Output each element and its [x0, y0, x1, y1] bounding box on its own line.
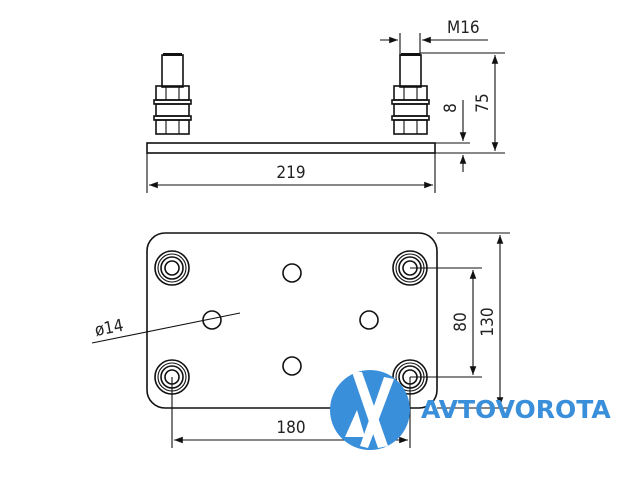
hole [282, 263, 302, 283]
base-plate-side [146, 142, 436, 154]
bolt-top-left [154, 250, 190, 286]
avtovorota-logo: AVTOVOROTA [330, 370, 611, 450]
thread-label: M16 [447, 18, 480, 38]
hole [359, 310, 379, 330]
base-plate-plan [146, 232, 438, 409]
hole [282, 356, 302, 376]
bolt-spacing-horizontal-label: 180 [276, 418, 305, 438]
height-label: 75 [473, 93, 493, 112]
left-bolt-side [153, 52, 192, 135]
right-bolt-side [391, 52, 430, 135]
plan-view: ø14 80 130 180 [91, 232, 510, 448]
side-view: 219 M16 75 8 [146, 18, 505, 193]
bolt-spacing-vertical-label: 80 [451, 312, 471, 331]
diameter-leader [91, 312, 241, 344]
width-label: 130 [478, 307, 498, 336]
plate-thickness-label: 8 [441, 103, 461, 113]
length-label: 219 [276, 163, 305, 183]
logo-text: AVTOVOROTA [421, 395, 611, 424]
